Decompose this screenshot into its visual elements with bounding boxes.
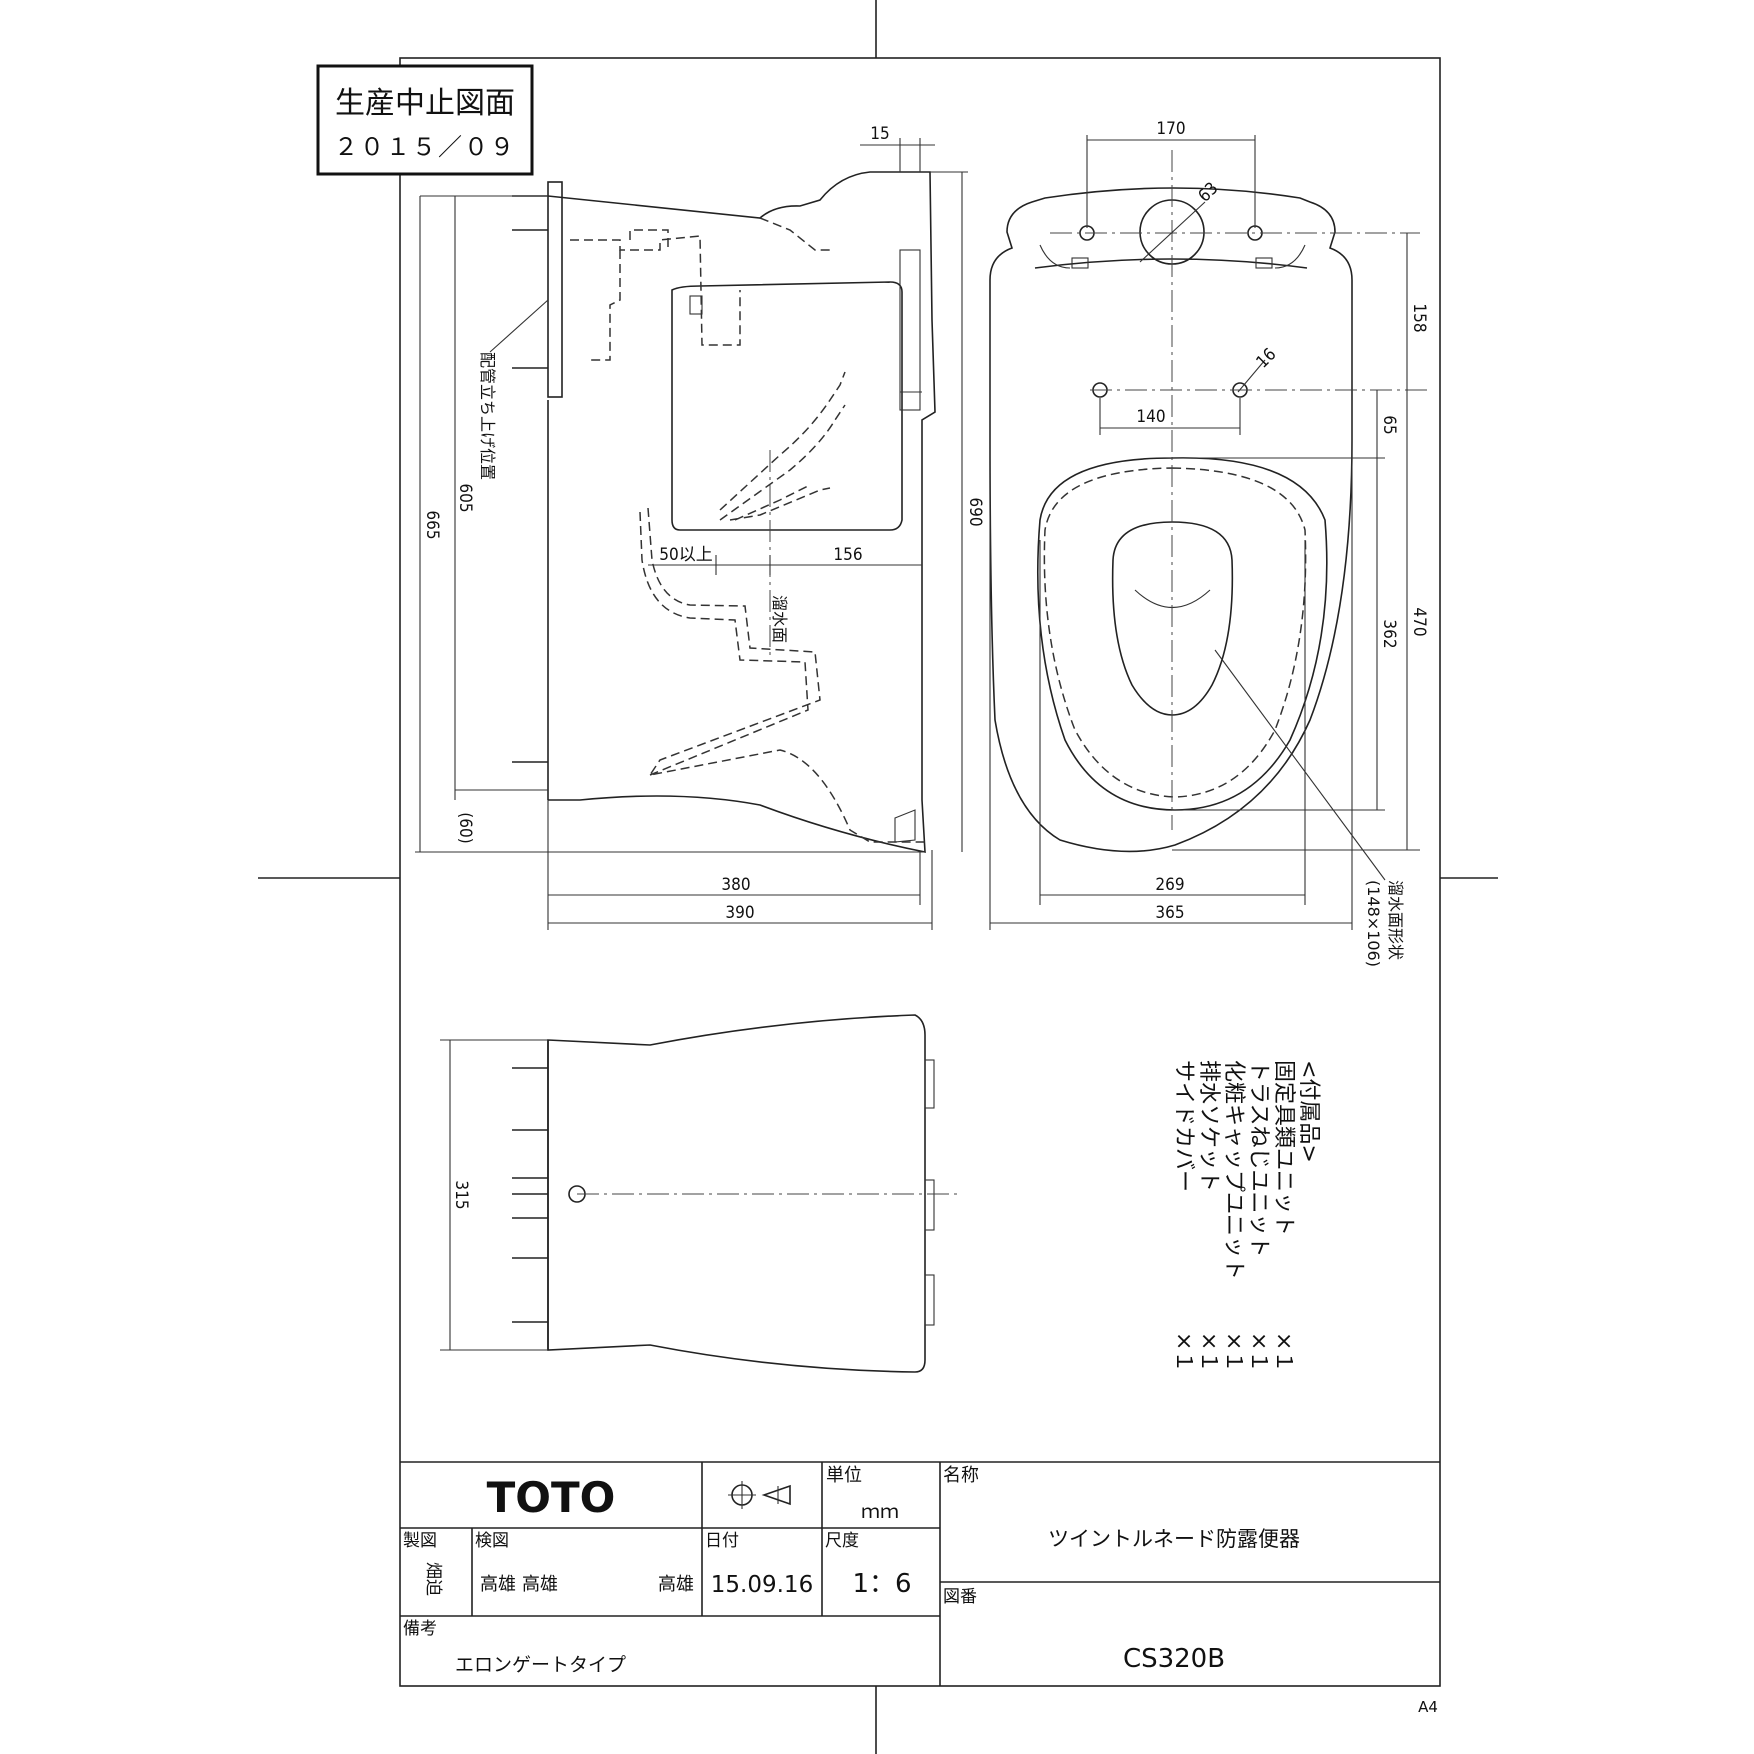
title-block: TOTO 単位 ｍｍ 名称 ツイントルネード防露便器 製図 検図 日付 尺度 畑… <box>400 1461 1440 1686</box>
name-label: 名称 <box>943 1465 979 1486</box>
top-view: 170 63 158 16 140 65 470 362 269 365 溜水面… <box>989 119 1430 967</box>
projection-symbol-icon <box>728 1481 791 1509</box>
accessories-header: <付属品> <box>1296 1060 1321 1163</box>
accessory-qty: ×１ <box>1246 1332 1271 1372</box>
scale-label: 尺度 <box>825 1531 859 1551</box>
dim-170: 170 <box>1156 119 1185 139</box>
dim-65: 65 <box>1379 415 1399 434</box>
accessory-name: 固定具類ユニット <box>1271 1060 1296 1236</box>
dim-315: 315 <box>451 1180 471 1209</box>
dim-140: 140 <box>1136 407 1165 427</box>
rear-view: 315 <box>440 1014 960 1373</box>
label-water-shape: 溜水面形状 <box>1386 880 1405 960</box>
dim-156: 156 <box>833 545 862 565</box>
date-label: 日付 <box>705 1531 739 1551</box>
notes-value: エロンゲートタイプ <box>455 1654 626 1676</box>
date-value: 15.09.16 <box>711 1572 813 1598</box>
checked-by-seal: 高雄 <box>522 1574 558 1595</box>
label-riser-position: 配管立ち上げ位置 <box>478 352 497 480</box>
seat-opening <box>1037 457 1328 811</box>
screw-icon <box>512 1067 548 1323</box>
drawing-number: CS320B <box>1123 1644 1225 1674</box>
side-view: 15 690 665 605 (60) 380 390 50以上 156 配管立… <box>415 124 985 930</box>
bowl-side-outline <box>547 171 936 853</box>
checked-by-seal: 高雄 <box>480 1574 516 1595</box>
discontinued-stamp: 生産中止図面 ２０１５／０９ <box>316 64 534 176</box>
accessory-qty: ×１ <box>1171 1332 1196 1372</box>
dim-605: 605 <box>455 483 475 512</box>
dim-63: 63 <box>1195 179 1223 207</box>
bowl-top-outline <box>989 187 1353 853</box>
dim-665: 665 <box>422 510 442 539</box>
sheet-frame <box>258 0 1498 1754</box>
dim-15: 15 <box>870 124 889 144</box>
accessory-name: 排水ソケット <box>1196 1060 1221 1192</box>
approved-by-seal: 高雄 <box>658 1574 694 1595</box>
dim-16: 16 <box>1253 345 1281 373</box>
accessory-qty: ×１ <box>1196 1332 1221 1372</box>
brand-logo: TOTO <box>487 1473 616 1522</box>
dim-470: 470 <box>1409 607 1429 636</box>
checked-label: 検図 <box>475 1531 509 1551</box>
accessory-qty: ×１ <box>1271 1332 1296 1372</box>
accessory-name: 化粧キャップユニット <box>1221 1060 1246 1280</box>
label-water-surface: 溜水面 <box>770 595 789 643</box>
dim-50-or-more: 50以上 <box>659 545 712 565</box>
dim-390: 390 <box>725 903 754 923</box>
dim-690: 690 <box>965 497 985 526</box>
drawn-by-seal: 畑迫 <box>423 1562 443 1596</box>
accessories-list: <付属品> 固定具類ユニット ×１ トラスねじユニット ×１ 化粧キャップユニッ… <box>1171 1060 1321 1372</box>
product-name: ツイントルネード防露便器 <box>1048 1527 1300 1551</box>
label-water-shape-size: (148×106) <box>1364 880 1383 967</box>
rear-outline <box>547 1014 926 1373</box>
trapway <box>647 507 925 843</box>
stamp-date: ２０１５／０９ <box>334 133 516 161</box>
tank-box <box>671 281 903 531</box>
screw-icon <box>512 195 548 763</box>
notes-label: 備考 <box>403 1619 437 1639</box>
dim-158: 158 <box>1409 303 1429 332</box>
drawn-label: 製図 <box>403 1531 437 1551</box>
accessory-name: トラスねじユニット <box>1246 1060 1271 1258</box>
scale-value: 1：6 <box>852 1569 911 1599</box>
unit-value: ｍｍ <box>861 1501 899 1523</box>
drawing-no-label: 図番 <box>943 1587 977 1607</box>
sheet-size: A4 <box>1418 1698 1438 1716</box>
accessory-name: サイドカバー <box>1171 1060 1196 1192</box>
dim-269: 269 <box>1155 875 1184 895</box>
accessory-qty: ×１ <box>1221 1332 1246 1372</box>
wall-plate <box>547 181 563 398</box>
dim-60: (60) <box>455 812 475 843</box>
dim-365: 365 <box>1155 903 1184 923</box>
stamp-title: 生産中止図面 <box>335 86 515 121</box>
dim-380: 380 <box>721 875 750 895</box>
unit-label: 単位 <box>826 1465 862 1486</box>
dim-362: 362 <box>1379 619 1399 648</box>
